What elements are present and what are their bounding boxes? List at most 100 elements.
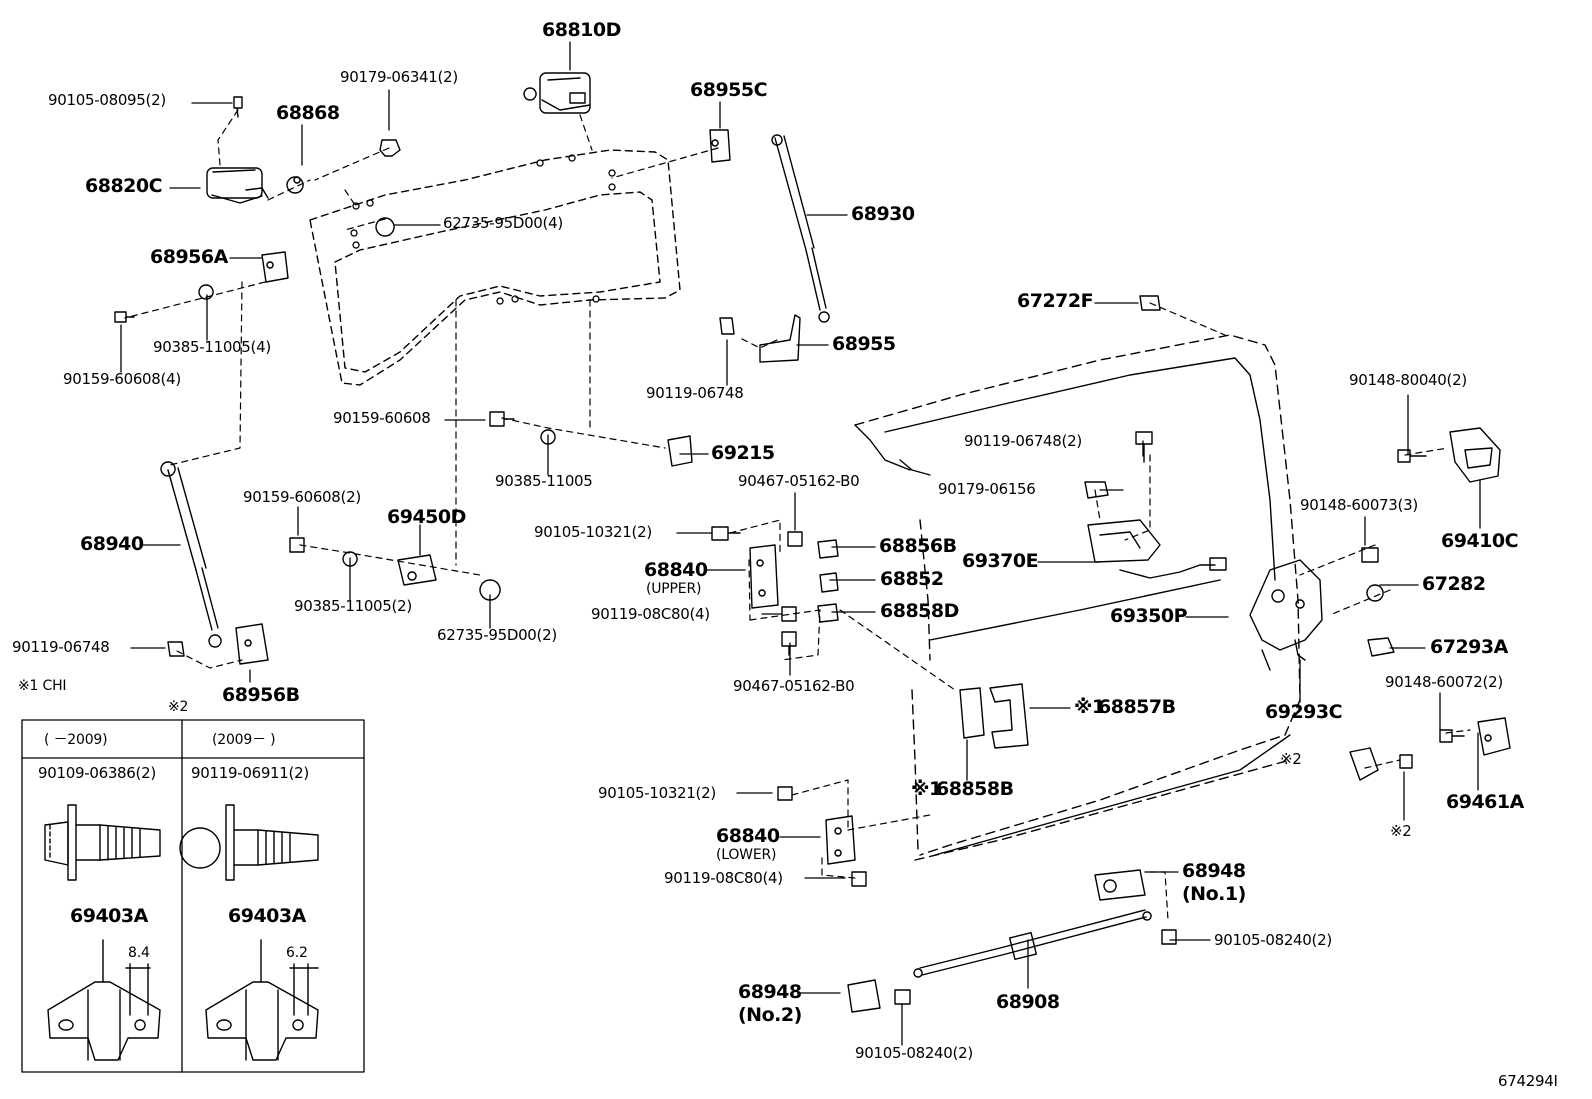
label-90385-11005-4: 90385-11005(4) [153, 338, 271, 356]
bolt-90105-08095 [233, 96, 243, 118]
screw-90148-80040 [1397, 449, 1427, 463]
back-glass-outline [309, 149, 681, 386]
inset-table [21, 719, 365, 1073]
clip-62735-95D00-upper [375, 217, 395, 237]
label-90159-60608-4: 90159-60608(4) [63, 370, 181, 388]
inset-bracket-1 [47, 939, 161, 1061]
bolt-90119-08C80-b [851, 871, 867, 887]
cap-69215 [667, 435, 693, 467]
control-69350P [1249, 559, 1323, 671]
bracket-68955C [709, 129, 731, 163]
inset-col2-part: 69403A [228, 905, 306, 927]
grommet-68868 [286, 176, 304, 194]
inset-col1-bolt: 90109-06386(2) [38, 764, 156, 782]
label-90119-06748-b: 90119-06748 [12, 638, 110, 656]
bolt-90105-08240-b [894, 989, 911, 1005]
screw-90159-60608 [489, 411, 515, 427]
label-68858B: 68858B [936, 778, 1014, 800]
bolt-90105-10321-a [711, 526, 741, 541]
striker-69410C [1449, 427, 1501, 483]
label-90105-08240-b: 90105-08240(2) [855, 1044, 973, 1062]
bracket-69450D [397, 554, 437, 586]
strut-68908 [913, 909, 1152, 978]
label-68856B: 68856B [879, 535, 957, 557]
label-90467-05162-B0-b: 90467-05162-B0 [733, 677, 855, 695]
footnote-chi: ※1 CHI [18, 678, 67, 694]
rod-69293C [1294, 639, 1306, 661]
label-69450D: 69450D [387, 506, 466, 528]
inset-bracket-2 [205, 939, 319, 1061]
label-90148-60072: 90148-60072(2) [1385, 673, 1503, 691]
label-90179-06341: 90179-06341(2) [340, 68, 458, 86]
cover-68858B [959, 687, 985, 739]
label-mark2-a: ※2 [1280, 750, 1302, 768]
label-68868: 68868 [276, 102, 340, 124]
label-no2-note: (No.2) [738, 1004, 802, 1026]
label-90148-80040: 90148-80040(2) [1349, 371, 1467, 389]
label-90467-05162-B0-a: 90467-05162-B0 [738, 472, 860, 490]
label-90385-11005: 90385-11005 [495, 472, 593, 490]
label-62735-95D00-2: 62735-95D00(2) [437, 626, 557, 644]
grommet-67282 [1366, 584, 1384, 602]
bumper-67293A [1367, 637, 1395, 657]
figure-id: 674294I [1498, 1072, 1558, 1090]
bracket-mark2 [1349, 747, 1379, 781]
back-door-panel [854, 334, 1301, 861]
bolt-90105-08240-a [1161, 929, 1177, 945]
nut-90179-06156 [1084, 481, 1109, 499]
inset-bolt-2 [179, 804, 319, 881]
screw-90159-60608-4 [114, 311, 135, 323]
bracket-68956B [235, 623, 269, 665]
inset-col1-part: 69403A [70, 905, 148, 927]
part-68820C-drawing [206, 167, 269, 204]
label-68956B: 68956B [222, 684, 300, 706]
hinge-68840-upper [749, 544, 779, 609]
label-90119-08C80-a: 90119-08C80(4) [591, 605, 710, 623]
label-68955C: 68955C [690, 79, 768, 101]
callout-lines [120, 41, 1481, 1046]
label-68956A: 68956A [150, 246, 228, 268]
strut-68930 [771, 134, 830, 323]
screw-90148-60073 [1361, 547, 1379, 563]
label-68852: 68852 [880, 568, 944, 590]
label-69293C: 69293C [1265, 701, 1343, 723]
inset-mark: ※2 [168, 699, 189, 715]
label-68955: 68955 [832, 333, 896, 355]
label-mark1-68857B: ※1 [1074, 696, 1105, 718]
clip-62735-95D00-lower [479, 579, 501, 601]
bolt-mark2 [1399, 754, 1413, 769]
label-90105-08095: 90105-08095(2) [48, 91, 166, 109]
plug-67272F [1139, 295, 1161, 311]
label-69215: 69215 [711, 442, 775, 464]
label-67282: 67282 [1422, 573, 1486, 595]
label-no1-note: (No.1) [1182, 883, 1246, 905]
label-67272F: 67272F [1017, 290, 1094, 312]
label-68908: 68908 [996, 991, 1060, 1013]
label-mark1-68858B: ※1 [911, 778, 942, 800]
cover-68852 [819, 572, 839, 593]
grommet-90385-11005-2 [342, 551, 358, 567]
label-90105-10321-a: 90105-10321(2) [534, 523, 652, 541]
bolt-90105-10321-b [777, 786, 793, 801]
label-90159-60608-2: 90159-60608(2) [243, 488, 361, 506]
label-69350P: 69350P [1110, 605, 1188, 627]
grommet-90385-11005-4 [198, 284, 214, 300]
inset-col2-period: (2009－ ) [212, 732, 276, 748]
label-68858D: 68858D [880, 600, 959, 622]
lock-69370E [1087, 519, 1227, 579]
label-69461A: 69461A [1446, 791, 1524, 813]
label-90105-10321-b: 90105-10321(2) [598, 784, 716, 802]
striker-69461A [1477, 717, 1511, 756]
bolt-90467-b [781, 631, 797, 656]
bracket-68956A [261, 251, 289, 283]
label-68840-lower: 68840 [716, 825, 780, 847]
bolt-90119-06748-a [719, 317, 735, 335]
bolt-90119-08C80-a [781, 606, 797, 622]
bolt-90119-06748-b [167, 641, 185, 657]
label-68840-upper: 68840 [644, 559, 708, 581]
bracket-68948-no1 [1094, 869, 1146, 901]
bracket-68948-no2 [847, 979, 881, 1013]
label-69410C: 69410C [1441, 530, 1519, 552]
